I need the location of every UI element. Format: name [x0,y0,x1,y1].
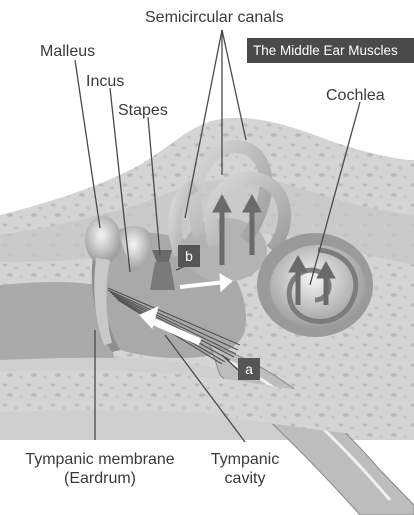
label-tympanic-membrane: Tympanic membrane (Eardrum) [10,450,190,488]
title-banner: The Middle Ear Muscles [247,38,414,63]
label-tympanic-cavity: Tympanic cavity [200,450,290,488]
label-semicircular-canals: Semicircular canals [145,8,284,27]
label-tympanic-membrane-line2: (Eardrum) [10,469,190,488]
marker-a: a [238,358,260,380]
label-cochlea: Cochlea [326,86,385,105]
label-tympanic-cavity-line2: cavity [200,469,290,488]
label-malleus: Malleus [40,42,95,61]
label-tympanic-cavity-line1: Tympanic [200,450,290,469]
marker-b: b [178,245,200,267]
label-stapes: Stapes [118,101,168,120]
label-tympanic-membrane-line1: Tympanic membrane [10,450,190,469]
cochlea-shape [257,233,373,337]
label-incus: Incus [86,72,124,91]
